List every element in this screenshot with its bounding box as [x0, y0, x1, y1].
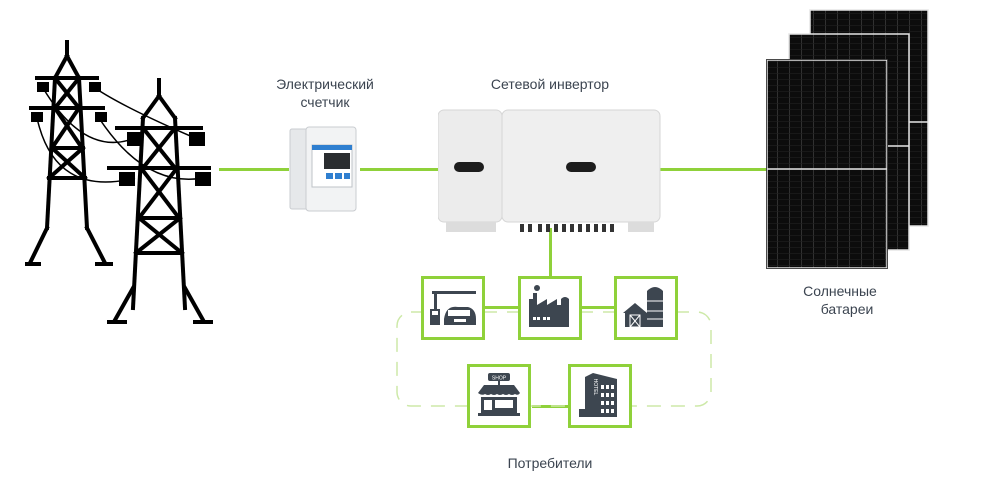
inverter-icon — [438, 109, 661, 232]
wire-meter-inverter — [360, 168, 440, 171]
wire-consumer-4-5 — [532, 405, 568, 408]
consumer-shop: SHOP — [467, 364, 531, 428]
consumer-hotel: HOTEL — [568, 364, 632, 428]
consumer-factory — [518, 276, 582, 340]
panels-label-line-2: батареи — [820, 301, 874, 317]
wire-inverter-consumers — [549, 228, 552, 276]
solar-panels-icon — [766, 9, 929, 269]
wire-grid-meter — [219, 168, 289, 171]
wire-inverter-panels — [660, 168, 770, 171]
electric-meter-icon — [289, 126, 357, 212]
barn-silo-icon — [623, 287, 663, 328]
consumers-group-outline — [396, 311, 712, 407]
panels-label-line-1: Солнечные — [803, 283, 877, 299]
hotel-icon: HOTEL — [579, 373, 617, 417]
meter-label-line-1: Электрический — [276, 76, 374, 92]
consumers-label: Потребители — [507, 455, 593, 471]
shop-icon: SHOP — [478, 373, 520, 416]
shop-sign: SHOP — [492, 376, 507, 382]
consumer-farm — [614, 276, 678, 340]
panels-label: Солнечные батареи — [780, 282, 900, 318]
solar-panel-front — [766, 59, 888, 269]
consumer-gas-station — [421, 276, 485, 340]
hotel-sign: HOTEL — [592, 379, 598, 396]
meter-label: Электрический счетчик — [240, 75, 410, 111]
factory-icon — [529, 285, 569, 327]
wire-consumer-2-3 — [582, 306, 614, 309]
wire-consumer-1-2 — [484, 306, 518, 309]
inverter-label: Сетевой инвертор — [490, 76, 610, 92]
power-towers-icon — [25, 40, 213, 324]
gas-station-car-icon — [430, 291, 476, 325]
meter-label-line-2: счетчик — [300, 94, 350, 110]
